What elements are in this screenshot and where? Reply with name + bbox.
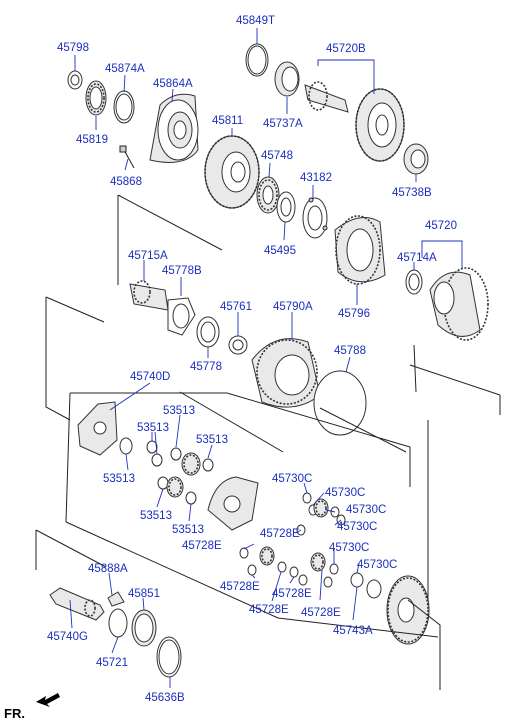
label-45721: 45721 <box>96 657 128 669</box>
part-45748-thrust-bearing <box>256 176 280 214</box>
label-45730C-b: 45730C <box>325 487 365 499</box>
label-45728E-d: 45728E <box>272 588 312 600</box>
label-45738B: 45738B <box>392 187 432 199</box>
label-45819: 45819 <box>76 134 108 146</box>
part-45778B-plate <box>167 297 196 336</box>
label-45728E-b: 45728E <box>182 540 222 552</box>
label-53513-a: 53513 <box>163 405 195 417</box>
part-45868-bolt <box>119 145 135 169</box>
label-45730C-f: 45730C <box>357 559 397 571</box>
part-45743A-washer <box>350 572 382 599</box>
pinion-set-left <box>119 437 214 505</box>
part-labels: 45849T 45798 45720B 45874A 45864A 45819 … <box>47 15 457 704</box>
part-45788-ring <box>313 370 367 436</box>
part-45740G-shaft <box>49 587 105 621</box>
part-45720B-shaft-gear <box>304 81 405 162</box>
part-45715A-shaft <box>129 280 169 311</box>
part-45636B-ring <box>156 636 182 678</box>
part-45849T-snap-ring <box>245 43 269 77</box>
fr-label: FR. <box>4 706 25 721</box>
label-45796: 45796 <box>338 308 370 320</box>
label-45728E-a: 45728E <box>260 528 300 540</box>
label-45811: 45811 <box>212 115 243 127</box>
label-45778B: 45778B <box>162 265 202 277</box>
part-45737A-bearing <box>274 61 300 97</box>
label-45748: 45748 <box>261 150 293 162</box>
part-45740D-carrier-plate <box>77 401 118 456</box>
part-45864A-housing <box>149 93 199 163</box>
label-45720: 45720 <box>425 220 457 232</box>
part-45851-ring <box>131 609 157 647</box>
label-45761: 45761 <box>220 301 252 313</box>
part-carrier-plate-right <box>207 476 259 531</box>
label-45868: 45868 <box>110 176 142 188</box>
label-45714A: 45714A <box>397 252 437 264</box>
label-43182: 43182 <box>300 172 332 184</box>
label-45730C-d: 45730C <box>337 521 377 533</box>
label-45849T: 45849T <box>236 15 275 27</box>
part-45819-bearing <box>85 80 107 116</box>
part-45796-drum <box>334 215 386 285</box>
label-45874A: 45874A <box>105 63 145 75</box>
label-45798: 45798 <box>57 42 89 54</box>
label-45495: 45495 <box>264 245 296 257</box>
part-45811-gear <box>204 135 260 209</box>
label-45788: 45788 <box>334 345 366 357</box>
part-cover-plate-right <box>386 575 430 645</box>
front-direction-marker: FR. <box>4 693 60 721</box>
pinion-set-right <box>239 492 346 588</box>
label-45778: 45778 <box>190 361 222 373</box>
part-45790A-drum <box>251 338 321 408</box>
label-53513-e: 53513 <box>140 510 172 522</box>
part-45778-ring <box>196 316 220 348</box>
label-45740G: 45740G <box>47 631 88 643</box>
label-45728E-c: 45728E <box>220 581 260 593</box>
front-arrow-icon <box>36 693 60 707</box>
part-45761-ring <box>228 335 248 355</box>
label-45730C-a: 45730C <box>272 473 312 485</box>
assembly-outline-lines <box>35 194 501 690</box>
label-45851: 45851 <box>128 588 160 600</box>
label-45730C-e: 45730C <box>329 542 369 554</box>
label-53513-f: 53513 <box>172 524 204 536</box>
label-45715A: 45715A <box>128 250 168 262</box>
label-45864A: 45864A <box>153 78 193 90</box>
part-45874A-snap-ring <box>113 90 135 124</box>
label-53513-d: 53513 <box>103 473 135 485</box>
part-45888A-pin <box>107 591 125 607</box>
part-45714A-ring <box>405 269 423 295</box>
label-45737A: 45737A <box>263 118 303 130</box>
label-45790A: 45790A <box>273 301 313 313</box>
leader-lines <box>69 28 463 688</box>
part-43182-plate <box>302 197 328 239</box>
part-45798-washer <box>67 70 83 90</box>
part-45720-carrier <box>429 267 489 341</box>
label-53513-b: 53513 <box>137 422 169 434</box>
label-45728E-f: 45728E <box>301 607 341 619</box>
label-45728E-e: 45728E <box>249 604 289 616</box>
part-45738B-bearing <box>403 143 429 175</box>
label-45636B: 45636B <box>145 692 185 704</box>
label-45740D: 45740D <box>130 371 170 383</box>
label-53513-c: 53513 <box>196 434 228 446</box>
part-45721-ring <box>108 608 128 638</box>
part-45495-washer <box>276 191 296 223</box>
label-45730C-c: 45730C <box>346 504 386 516</box>
label-45888A: 45888A <box>88 563 128 575</box>
label-45743A: 45743A <box>333 625 373 637</box>
label-45720B: 45720B <box>326 43 366 55</box>
